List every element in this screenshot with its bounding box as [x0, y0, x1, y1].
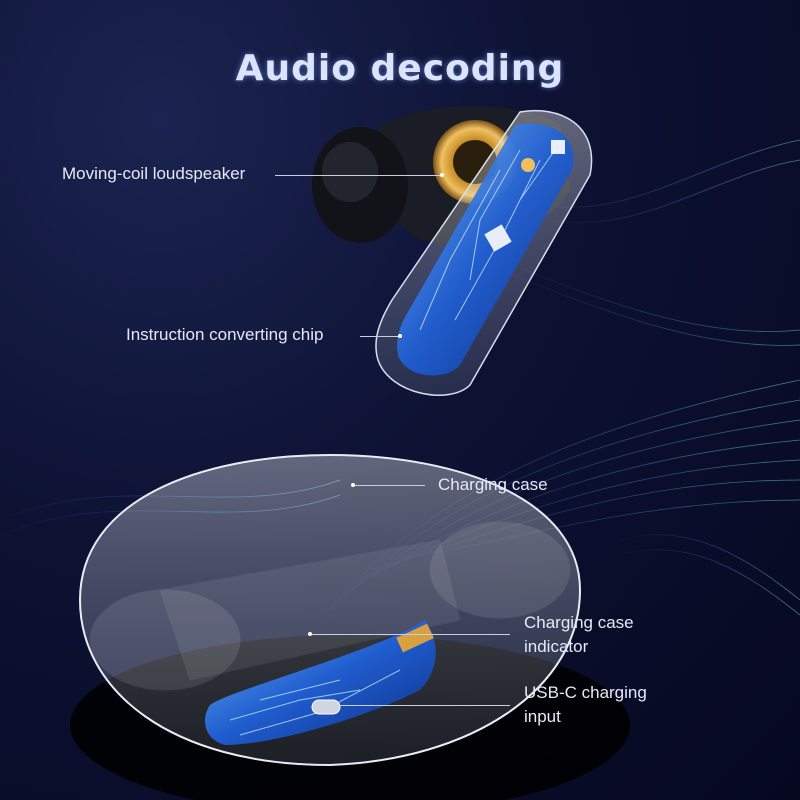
callout-case-label: Charging case [438, 475, 548, 494]
callout-speaker-dot [440, 173, 444, 177]
page-title: Audio decoding [235, 48, 565, 89]
callout-case-line [355, 485, 425, 486]
callout-case-dot [351, 483, 355, 487]
callout-indicator-label: Charging case indicator [524, 611, 634, 659]
callout-speaker-line [275, 175, 440, 176]
usb-c-port [311, 699, 341, 715]
callout-chip-line [360, 336, 400, 337]
chip [484, 224, 512, 252]
callout-indicator-line1: Charging case [524, 613, 634, 632]
callout-indicator-line [312, 634, 510, 635]
callout-usb-line2: input [524, 707, 561, 726]
callout-usb-label: USB-C charging input [524, 681, 647, 729]
callout-indicator-dot [308, 632, 312, 636]
callout-indicator-line2: indicator [524, 637, 589, 656]
case-circuit [205, 620, 436, 745]
callout-chip-dot [398, 334, 402, 338]
callout-chip-label: Instruction converting chip [126, 325, 324, 344]
callout-usb-line1: USB-C charging [524, 683, 647, 702]
callout-speaker-label: Moving-coil loudspeaker [62, 164, 246, 183]
charging-case [70, 453, 630, 800]
callout-usb-line [338, 705, 510, 706]
earbud [312, 106, 593, 396]
